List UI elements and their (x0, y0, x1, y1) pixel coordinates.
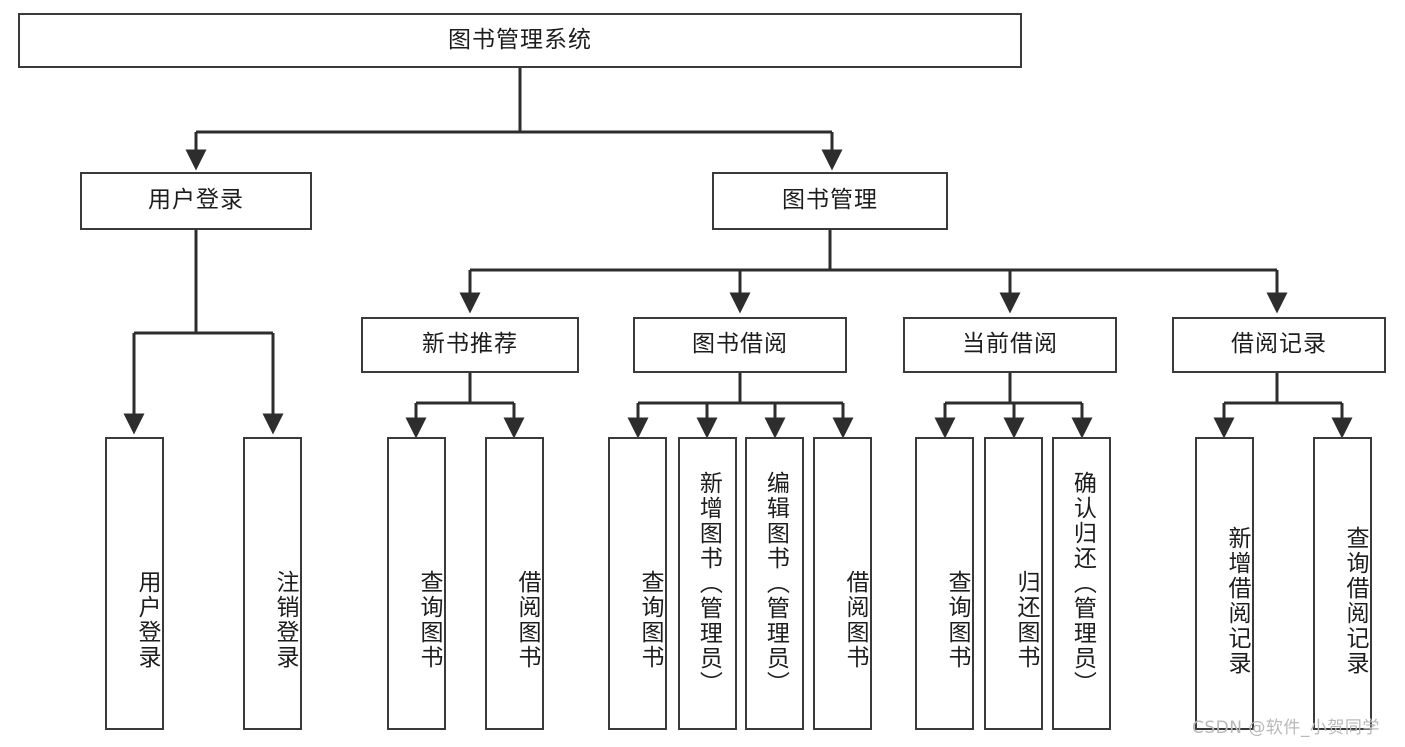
leaf-new-book-query[interactable]: 查询图书 (387, 437, 446, 730)
leaf-borrow-record-add[interactable]: 新增借阅记录 (1195, 437, 1254, 730)
leaf-book-borrow-query[interactable]: 查询图书 (608, 437, 667, 730)
node-new-book-recommend[interactable]: 新书推荐 (361, 317, 579, 373)
node-current-borrow[interactable]: 当前借阅 (903, 317, 1117, 373)
leaf-new-book-borrow[interactable]: 借阅图书 (485, 437, 544, 730)
leaf-current-borrow-confirm[interactable]: 确认归还（管理员） (1052, 437, 1111, 730)
node-book-management[interactable]: 图书管理 (712, 172, 948, 230)
leaf-current-borrow-query[interactable]: 查询图书 (915, 437, 974, 730)
leaf-book-borrow-borrow[interactable]: 借阅图书 (813, 437, 872, 730)
node-book-borrow[interactable]: 图书借阅 (633, 317, 847, 373)
leaf-current-borrow-return[interactable]: 归还图书 (984, 437, 1043, 730)
node-root-system[interactable]: 图书管理系统 (18, 13, 1022, 68)
leaf-borrow-record-query[interactable]: 查询借阅记录 (1313, 437, 1372, 730)
node-user-login[interactable]: 用户登录 (80, 172, 312, 230)
node-borrow-record[interactable]: 借阅记录 (1172, 317, 1386, 373)
csdn-watermark: CSDN @软件_小贺同学 (1192, 718, 1380, 738)
leaf-user-login-logout[interactable]: 注销登录 (243, 437, 302, 730)
leaf-book-borrow-add[interactable]: 新增图书（管理员） (678, 437, 737, 730)
leaf-user-login-login[interactable]: 用户登录 (105, 437, 164, 730)
leaf-book-borrow-edit[interactable]: 编辑图书（管理员） (745, 437, 804, 730)
